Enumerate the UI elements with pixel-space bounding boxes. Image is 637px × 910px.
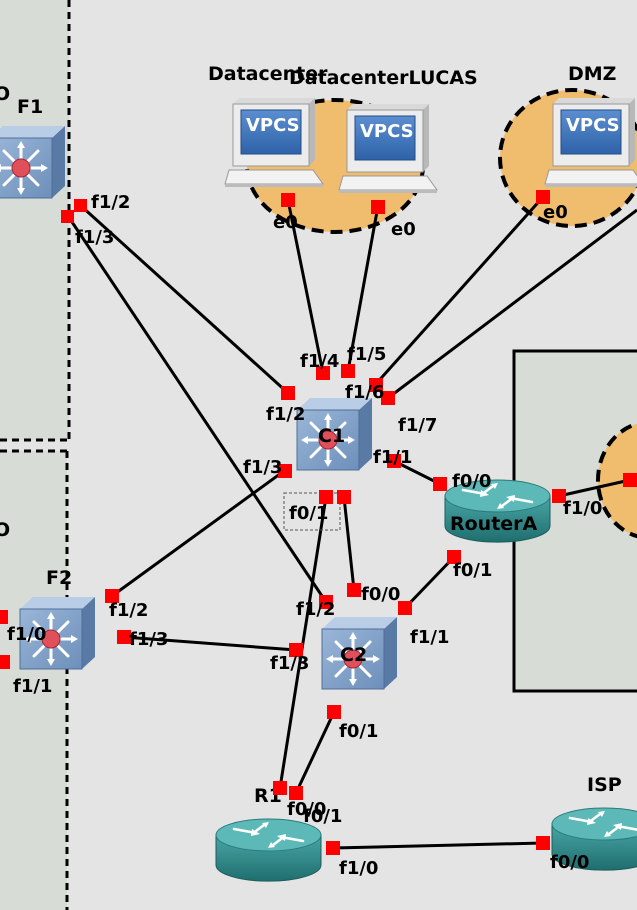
link-c1-c2[interactable] xyxy=(342,496,356,591)
port-routera-f00: f0/0 xyxy=(452,471,491,492)
port-c2-f01: f0/1 xyxy=(339,721,378,742)
port-c2-f11: f1/1 xyxy=(410,627,449,648)
link-c1-r1[interactable] xyxy=(278,496,328,789)
link-c1-routera[interactable] xyxy=(393,459,441,486)
link-f1-c1[interactable] xyxy=(78,203,290,395)
label-c2: C2 xyxy=(340,644,367,666)
link-dcl-c1[interactable] xyxy=(346,205,380,372)
port-c1-f16: f1/6 xyxy=(345,382,384,403)
link-dmz-c1-b[interactable] xyxy=(387,208,637,400)
port-label-selection xyxy=(283,492,341,531)
link-c2-r1[interactable] xyxy=(294,711,336,794)
label-dmz: DMZ xyxy=(568,63,616,85)
link-routera-c2[interactable] xyxy=(403,555,456,610)
port-c1-f11: f1/1 xyxy=(373,447,412,468)
link-f2-c2[interactable] xyxy=(123,635,297,652)
port-c1-f15: f1/5 xyxy=(347,344,386,365)
port-f2-f12: f1/2 xyxy=(109,600,148,621)
label-c1: C1 xyxy=(318,425,345,447)
left-area-top xyxy=(0,0,69,440)
port-routera-f10: f1/0 xyxy=(563,498,602,519)
port-routera-f01: f0/1 xyxy=(453,560,492,581)
node-f1[interactable] xyxy=(0,124,67,200)
port-c1-f13: f1/3 xyxy=(243,457,282,478)
label-f1: F1 xyxy=(17,96,43,118)
port-isp-f00: f0/0 xyxy=(550,852,589,873)
left-area-bottom xyxy=(0,451,67,910)
port-c2-f12: f1/2 xyxy=(296,599,335,620)
right-zone xyxy=(596,421,637,539)
link-dmz-c1-a[interactable] xyxy=(373,196,545,386)
label-isp: ISP xyxy=(587,774,622,796)
label-f2: F2 xyxy=(46,567,72,589)
port-c2-f00: f0/0 xyxy=(361,584,400,605)
port-dc-e0: e0 xyxy=(273,212,298,233)
link-routera-right[interactable] xyxy=(558,478,631,498)
port-f2-f13: f1/3 xyxy=(129,629,168,650)
label-partial-top-left: O xyxy=(0,83,10,105)
link-c1-f2[interactable] xyxy=(111,469,285,598)
port-dmz-e0: e0 xyxy=(543,202,568,223)
port-f2-f11: f1/1 xyxy=(13,676,52,697)
port-c1-f12: f1/2 xyxy=(266,404,305,425)
label-partial-mid-left: O xyxy=(0,519,10,541)
node-vpcs-datacenter[interactable]: VPCS xyxy=(224,97,324,188)
port-c1-f01: f0/1 xyxy=(289,503,328,524)
label-datacenterlucas: DatacenterLUCAS xyxy=(289,67,478,89)
node-r1[interactable] xyxy=(214,817,323,883)
node-vpcs-dmz[interactable]: VPCS xyxy=(544,97,637,188)
port-f1-f12: f1/2 xyxy=(91,192,130,213)
port-f1-f13: f1/3 xyxy=(75,227,114,248)
port-c2-f13: f1/3 xyxy=(270,653,309,674)
node-vpcs-datacenterlucas[interactable]: VPCS xyxy=(338,103,438,194)
label-routera: RouterA xyxy=(450,513,538,535)
port-markers xyxy=(0,190,637,855)
port-f2-f10: f1/0 xyxy=(7,624,46,645)
label-datacenter: Datacenter xyxy=(208,63,328,85)
vpcs-datacenterlucas-badge: VPCS xyxy=(360,121,414,142)
links xyxy=(0,196,637,850)
link-r1-isp[interactable] xyxy=(332,841,544,850)
port-c1-f17: f1/7 xyxy=(398,415,437,436)
port-r1-f01: f0/1 xyxy=(303,806,342,827)
vpcs-datacenter-badge: VPCS xyxy=(246,115,300,136)
port-c1-f14: f1/4 xyxy=(300,351,339,372)
vpcs-dmz-badge: VPCS xyxy=(566,115,620,136)
port-dcl-e0: e0 xyxy=(391,219,416,240)
port-r1-f00: f0/0 xyxy=(287,799,326,820)
port-r1-f10: f1/0 xyxy=(339,858,378,879)
link-dc-c1[interactable] xyxy=(286,199,325,374)
link-f1-c2[interactable] xyxy=(66,215,328,603)
